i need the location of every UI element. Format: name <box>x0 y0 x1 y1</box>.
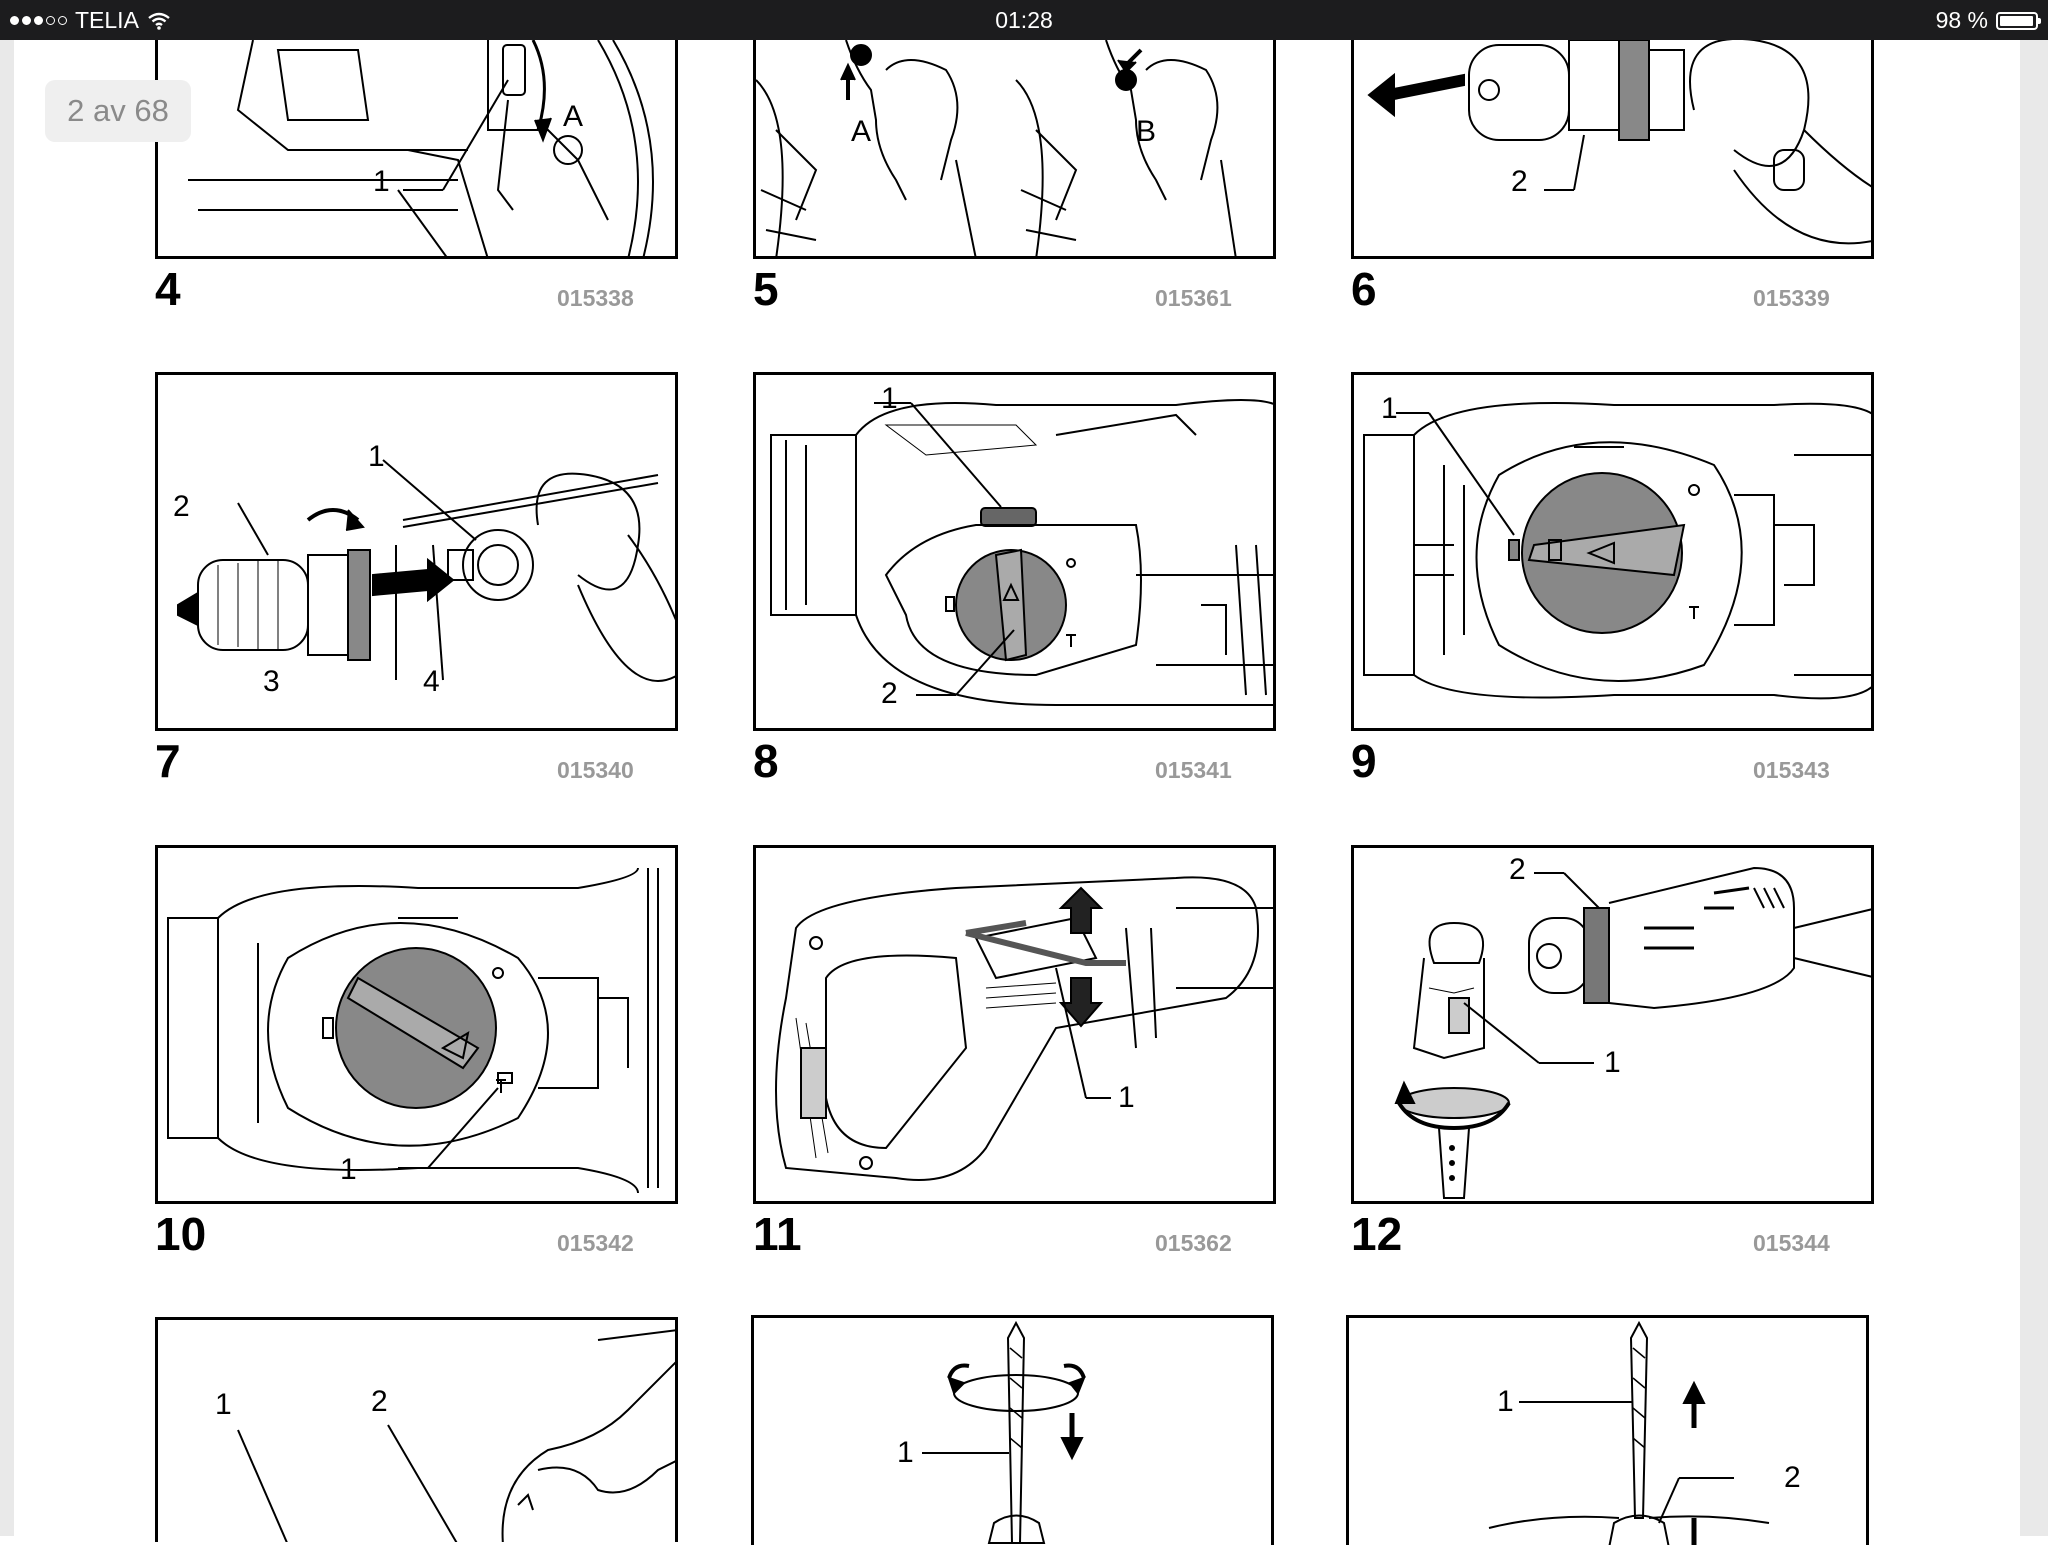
clock: 01:28 <box>995 7 1053 33</box>
figure-frame: 1 <box>1351 372 1874 731</box>
figure-frame: 1 <box>753 845 1276 1204</box>
figure-11: 1 11 015362 <box>753 845 1277 1265</box>
figure-code: 015341 <box>1155 757 1232 783</box>
page-indicator[interactable]: 2 av 68 <box>45 80 191 142</box>
callout-label: 1 <box>897 1436 914 1469</box>
document-page[interactable] <box>14 40 2020 1536</box>
drill-illustration <box>775 876 1273 1181</box>
callout-label: 2 <box>371 1385 388 1418</box>
page-margin-left <box>0 40 14 1536</box>
drill-illustration <box>756 40 1237 256</box>
wifi-icon <box>148 12 170 30</box>
drill-illustration <box>1367 40 1871 245</box>
callout-label: 1 <box>881 382 898 415</box>
drill-illustration <box>177 459 675 682</box>
battery-percent: 98 % <box>1935 7 1988 33</box>
status-bar: TELIA 01:28 98 % <box>0 0 2048 40</box>
battery-fill <box>2000 15 2033 26</box>
callout-label: 2 <box>173 490 190 523</box>
callout-label: A <box>563 100 584 133</box>
drill-illustration <box>237 1329 675 1542</box>
battery-icon <box>1996 11 2041 30</box>
figure-frame: 2 1 <box>1351 845 1874 1204</box>
figure-8: 1 2 8 015341 <box>753 372 1277 792</box>
figure-number: 4 <box>155 263 181 315</box>
figure-6: 2 6 015339 <box>1351 40 1875 320</box>
figure-5: A B 5 015361 <box>753 40 1277 320</box>
callout-label: 1 <box>1381 392 1398 425</box>
callout-label: 1 <box>368 440 385 473</box>
drill-illustration <box>922 1320 1086 1544</box>
callout-label: 1 <box>1604 1046 1621 1079</box>
figure-frame: 2 <box>1351 40 1874 259</box>
carrier-label: TELIA <box>75 7 139 33</box>
figure-number: 8 <box>753 735 779 787</box>
figure-code: 015340 <box>557 757 634 783</box>
figure-code: 015338 <box>557 285 634 311</box>
callout-label: 2 <box>881 677 898 710</box>
figure-7: 2 1 3 4 7 015340 <box>155 372 679 792</box>
callout-label: 2 <box>1511 165 1528 198</box>
drill-illustration <box>1363 402 1871 700</box>
figure-9: 1 9 015343 <box>1351 372 1875 792</box>
figure-frame: 2 1 3 4 <box>155 372 678 731</box>
drill-illustration <box>1394 866 1871 1199</box>
drill-illustration <box>1488 1320 1770 1545</box>
figure-number: 11 <box>753 1208 802 1260</box>
figure-10: 1 10 015342 <box>155 845 679 1265</box>
figure-code: 015342 <box>557 1230 634 1256</box>
callout-label: 4 <box>423 665 440 698</box>
figure-frame: 1 <box>155 845 678 1204</box>
callout-label: 2 <box>1784 1461 1801 1494</box>
figure-number: 9 <box>1351 735 1377 787</box>
callout-label: 1 <box>1118 1081 1135 1114</box>
figure-15: 1 2 <box>1346 1315 1870 1545</box>
callout-label: B <box>1136 115 1157 148</box>
figure-code: 015362 <box>1155 1230 1232 1256</box>
callout-label: 1 <box>373 165 390 198</box>
figure-number: 10 <box>155 1208 207 1260</box>
callout-label: 1 <box>1497 1385 1514 1418</box>
figure-frame: 1 2 <box>155 1317 678 1542</box>
figure-number: 7 <box>155 735 181 787</box>
figure-number: 12 <box>1351 1208 1403 1260</box>
figure-frame: 1 A <box>155 40 678 259</box>
figure-13: 1 2 <box>155 1317 679 1542</box>
figure-code: 015344 <box>1753 1230 1830 1256</box>
figure-frame: 1 2 <box>1346 1315 1869 1545</box>
callout-label: 1 <box>215 1388 232 1421</box>
callout-label: 1 <box>340 1153 357 1186</box>
figure-code: 015361 <box>1155 285 1232 311</box>
callout-label: 3 <box>263 665 280 698</box>
figure-code: 015339 <box>1753 285 1830 311</box>
callout-label: 2 <box>1509 853 1526 886</box>
figure-number: 6 <box>1351 263 1377 315</box>
figure-code: 015343 <box>1753 757 1830 783</box>
figure-4: 1 A 4 015338 <box>155 40 679 320</box>
drill-illustration <box>770 399 1273 706</box>
figure-14: 1 <box>751 1315 1275 1545</box>
signal-strength-icon <box>10 16 67 25</box>
callout-label: A <box>851 115 872 148</box>
figure-frame: 1 2 <box>753 372 1276 731</box>
drill-illustration <box>167 867 659 1194</box>
figure-frame: A B <box>753 40 1276 259</box>
figure-frame: 1 <box>751 1315 1274 1545</box>
page-margin-right <box>2020 40 2048 1536</box>
figure-12: 2 1 12 015344 <box>1351 845 1875 1265</box>
drill-illustration <box>188 40 654 256</box>
figure-number: 5 <box>753 263 779 315</box>
